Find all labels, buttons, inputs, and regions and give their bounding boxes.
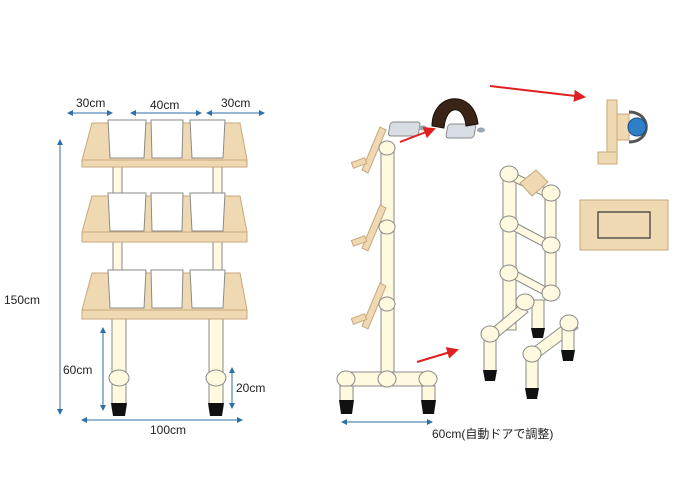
blue-knob (627, 117, 647, 137)
frame-top-board (519, 169, 549, 197)
frame-feet (483, 328, 575, 399)
display-card (189, 192, 226, 232)
front-right-leg (208, 317, 224, 409)
display-card (150, 119, 184, 159)
front-dimension-lines (57, 110, 265, 423)
front-view-rack (81, 119, 248, 416)
label-left-shelf-width: 30cm (76, 96, 106, 110)
arrow-to-clamp (399, 126, 436, 143)
label-foot-height: 20cm (236, 381, 266, 395)
front-shelf-top (81, 119, 248, 168)
front-left-foot (111, 403, 127, 416)
front-left-joint (108, 369, 130, 387)
label-center-shelf-width: 40cm (150, 98, 180, 112)
display-card (107, 119, 147, 159)
label-depth: 60cm(自動ドアで調整) (432, 427, 554, 441)
label-total-width: 100cm (150, 423, 187, 437)
pipe-clamp (387, 98, 485, 139)
display-card (107, 192, 147, 232)
bracket-detail (597, 99, 648, 165)
side-shelf-board (361, 126, 387, 174)
display-card (189, 269, 226, 309)
side-view-rack (336, 126, 438, 414)
display-card (150, 192, 184, 232)
label-right-shelf-width: 30cm (221, 96, 251, 110)
label-leg-height: 60cm (63, 363, 93, 377)
display-card (189, 119, 226, 159)
side-shelf-board (361, 282, 387, 330)
label-total-height: 150cm (4, 293, 41, 307)
side-shelf-board (361, 204, 387, 252)
front-shelf-middle (81, 192, 248, 243)
front-right-foot (208, 403, 224, 416)
front-left-leg (111, 317, 127, 409)
display-card (107, 269, 147, 309)
front-shelf-bottom (81, 269, 248, 320)
wood-panel (579, 199, 669, 251)
arrow-to-bracket (489, 85, 586, 102)
red-arrows (399, 85, 586, 363)
front-right-joint (205, 369, 227, 387)
arrow-to-frame (416, 347, 459, 363)
frame-perspective (480, 165, 579, 391)
display-card (150, 269, 184, 309)
